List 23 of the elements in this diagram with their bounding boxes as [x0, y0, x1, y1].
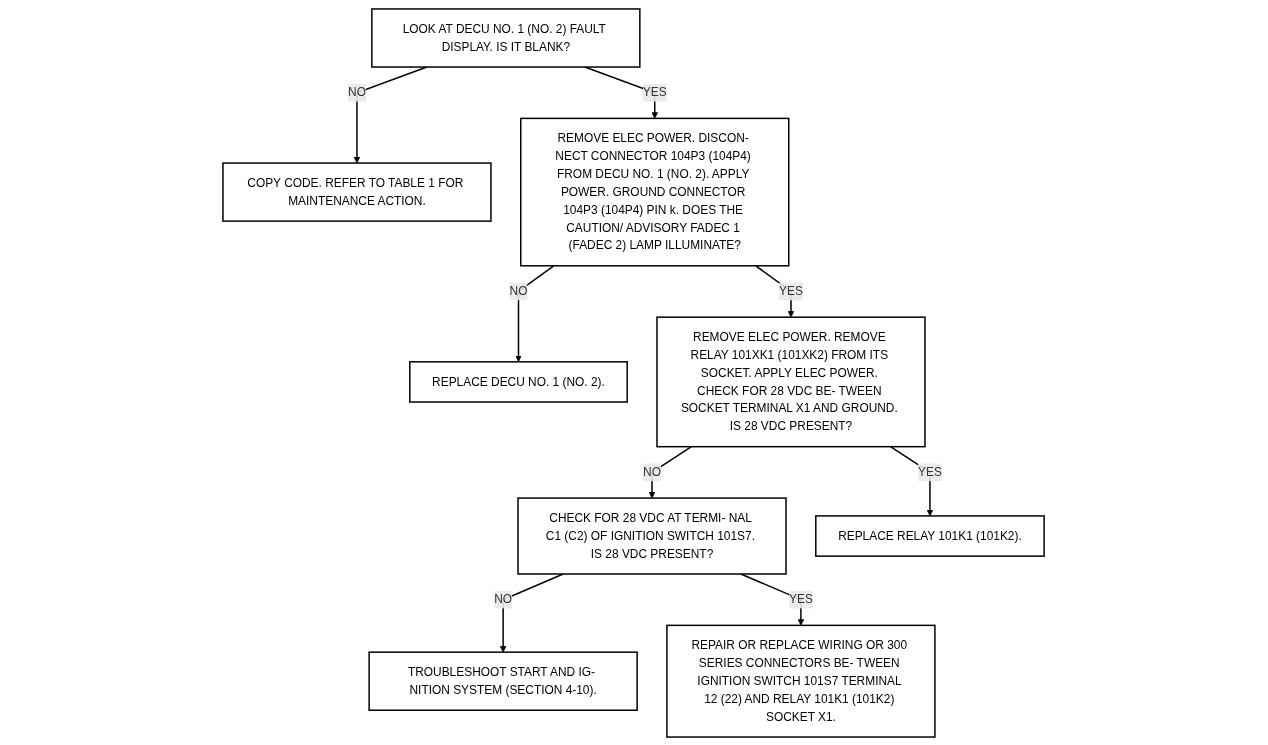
arrow — [500, 572, 565, 652]
arrow — [890, 445, 934, 516]
arrow — [584, 65, 659, 119]
edge-label: NO — [643, 465, 662, 478]
node-box: REPLACE DECU NO. 1 (NO. 2). — [409, 360, 629, 403]
node-box: TROUBLESHOOT START AND IG- NITION SYSTEM (SECTION 4-10). — [368, 650, 639, 711]
node-box: LOOK AT DECU NO. 1 (NO. 2) FAULT DISPLAY. IS IT BLANK? — [371, 7, 642, 68]
node-box: CHECK FOR 28 VDC AT TERMI- NAL C1 (C2) OF IGNITION SWITCH 101S7. IS 28 VDC PRESENT? — [517, 496, 788, 575]
arrow — [515, 264, 555, 362]
node-box: COPY CODE. REFER TO TABLE 1 FOR MAINTENANCE ACTION. — [222, 161, 493, 222]
edge-label: YES — [789, 592, 814, 606]
node-box: REMOVE ELEC POWER. DISCON- NECT CONNECTOR 104P3 (104P4) FROM DECU NO. 1 (NO. 2). APPLY POWER. GROUND CONNECTOR 104P3 (104P4) PIN k. DOES THE CAUTION/ ADVISORY FADEC 1 (FADEC 2) LAMP ILLUMINATE? — [520, 117, 790, 267]
edge-label: NO — [348, 85, 367, 99]
edge-label: NO — [510, 284, 528, 297]
arrow — [740, 572, 805, 626]
node-box: REPLACE RELAY 101K1 (101K2). — [815, 514, 1046, 557]
arrow — [755, 264, 795, 317]
edge-label: YES — [643, 85, 668, 99]
edge-label: YES — [918, 465, 943, 478]
node-box: REPAIR OR REPLACE WIRING OR 300 SERIES CONNECTORS BE- TWEEN IGNITION SWITCH 101S7 TERMINAL 12 (22) AND RELAY 101K1 (101K2) SOCKET X1. — [666, 624, 937, 738]
edge-label: YES — [779, 284, 804, 297]
edge-label: NO — [494, 592, 513, 606]
node-box: REMOVE ELEC POWER. REMOVE RELAY 101XK1 (101XK2) FROM ITS SOCKET. APPLY ELEC POWER. CHECK FOR 28 VDC BE- TWEEN SOCKET TERMINAL X1 AND GROUND. IS 28 VDC PRESENT? — [656, 315, 927, 447]
